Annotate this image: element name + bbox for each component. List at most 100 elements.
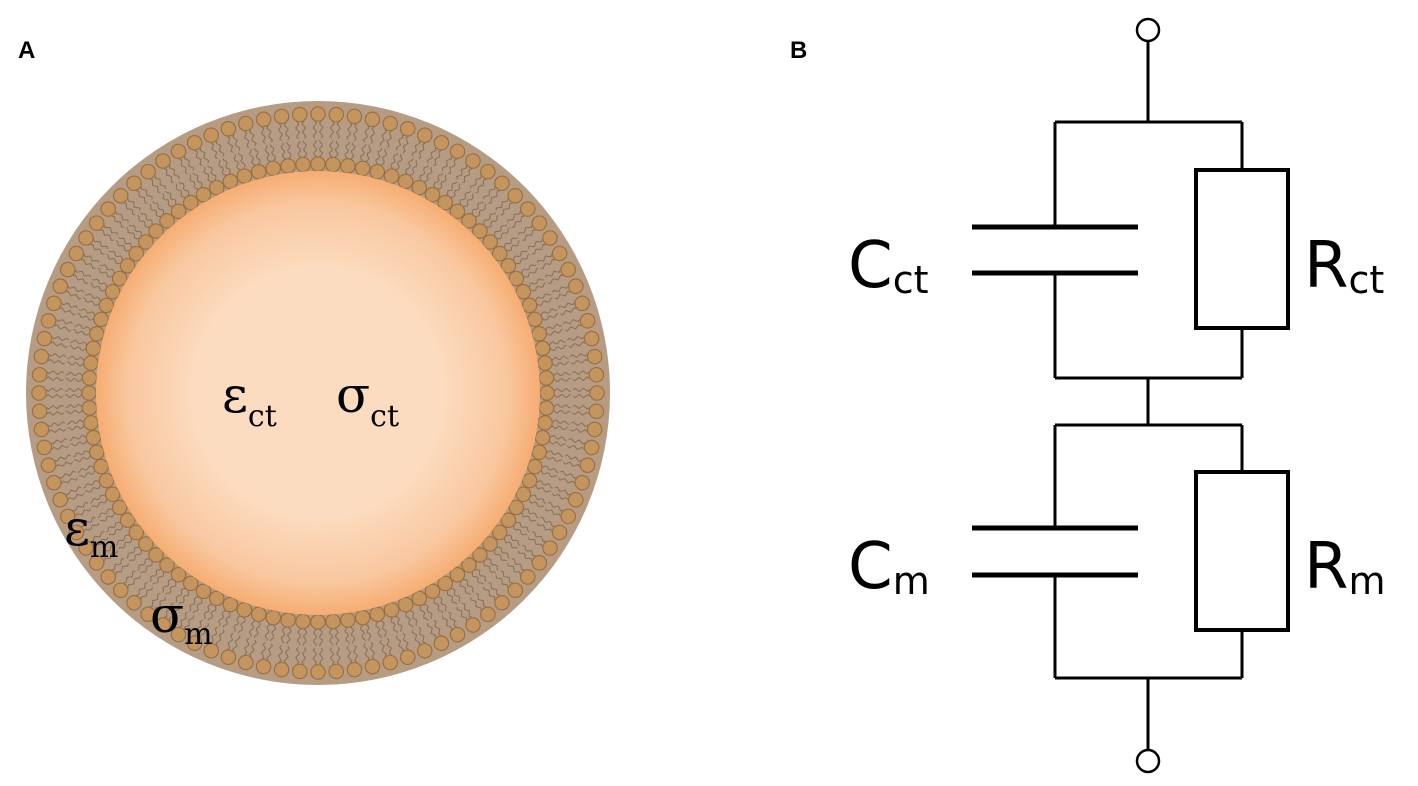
lipid-tail bbox=[548, 440, 566, 447]
lipid-tail bbox=[74, 323, 91, 331]
lipid-tail bbox=[207, 165, 217, 181]
lipid-head bbox=[255, 658, 272, 675]
lipid-tail bbox=[507, 211, 521, 223]
membrane-capacitor-subscript: m bbox=[893, 559, 930, 603]
lipid-tail bbox=[456, 165, 468, 180]
lipid-head bbox=[574, 474, 590, 491]
lipid-tail bbox=[301, 647, 307, 665]
cytoplasm-rc-block bbox=[972, 120, 1290, 380]
lipid-tail bbox=[540, 308, 558, 316]
lipid-tail bbox=[127, 575, 141, 588]
lipid-tail bbox=[218, 610, 227, 627]
cytoplasm bbox=[96, 171, 540, 615]
lipid-tail bbox=[227, 633, 234, 650]
lipid-head bbox=[93, 311, 109, 328]
lipid-tail bbox=[295, 121, 301, 140]
lipid-tail bbox=[551, 285, 569, 293]
lipid-tail bbox=[99, 264, 115, 274]
lipid-tail bbox=[446, 590, 458, 605]
lipid-tail bbox=[260, 642, 267, 660]
lipid-head bbox=[46, 474, 62, 491]
lipid-tail bbox=[488, 190, 500, 204]
lipid-tail bbox=[70, 440, 88, 447]
lipid-head bbox=[527, 458, 543, 475]
lipid-tail bbox=[55, 461, 73, 467]
lipid-head bbox=[237, 115, 254, 132]
lipid-tail bbox=[45, 393, 64, 399]
lipid-tail bbox=[75, 508, 92, 517]
lipid-tail bbox=[59, 470, 76, 479]
epsilon-ct-subscript: ct bbox=[248, 399, 277, 434]
lipid-head bbox=[140, 163, 156, 180]
lipid-tail bbox=[386, 638, 392, 656]
lipid-head bbox=[250, 606, 267, 622]
lipid-head bbox=[310, 106, 326, 122]
lipid-head bbox=[586, 421, 603, 438]
membrane-conductivity-label: σm bbox=[150, 586, 213, 652]
lipid-tail bbox=[83, 297, 100, 306]
lipid-tail bbox=[536, 480, 553, 489]
lipid-head bbox=[480, 163, 496, 180]
lipid-tail bbox=[164, 581, 177, 596]
lipid-tail bbox=[437, 174, 447, 190]
lipid-tail bbox=[494, 549, 508, 562]
lipid-head bbox=[170, 203, 187, 220]
lipid-head bbox=[437, 575, 454, 592]
lipid-head bbox=[33, 348, 50, 365]
lipid-tail bbox=[568, 341, 586, 349]
lipid-tail bbox=[549, 344, 567, 351]
lipid-head bbox=[265, 609, 282, 626]
lipid-head bbox=[138, 536, 154, 552]
lipid-head bbox=[250, 164, 267, 180]
lipid-tail bbox=[402, 136, 409, 153]
lipid-head bbox=[449, 203, 466, 220]
lipid-head bbox=[78, 230, 94, 246]
lipid-tail bbox=[571, 410, 590, 416]
lipid-tail bbox=[106, 253, 121, 265]
lipid-head bbox=[222, 596, 239, 613]
lipid-head bbox=[203, 127, 220, 144]
lipid-head bbox=[128, 524, 145, 541]
lipid-tail bbox=[312, 120, 318, 139]
lipid-tail bbox=[149, 203, 162, 217]
lipid-tail bbox=[506, 239, 521, 252]
lipid-head bbox=[255, 111, 272, 128]
lipid-tail bbox=[551, 424, 569, 431]
lipid-head bbox=[531, 215, 548, 231]
lipid-tail bbox=[395, 134, 404, 151]
lipid-tail bbox=[67, 285, 85, 293]
panel-a: A εct σct εm σm bbox=[18, 37, 610, 685]
lipid-tail bbox=[441, 155, 453, 171]
lipid-tail bbox=[140, 561, 153, 574]
lipid-tail bbox=[545, 323, 562, 331]
lipid-head bbox=[579, 312, 596, 329]
lipid-head bbox=[346, 661, 363, 678]
lipid-tail bbox=[111, 215, 125, 228]
lipid-head bbox=[85, 340, 102, 357]
lipid-tail bbox=[115, 211, 129, 223]
lipid-tail bbox=[572, 404, 590, 410]
lipid-tail bbox=[233, 153, 241, 171]
lipid-tail bbox=[558, 477, 575, 484]
lipid-tail bbox=[118, 537, 133, 549]
lipid-head bbox=[534, 340, 551, 357]
lipid-tail bbox=[215, 140, 225, 157]
lipid-head bbox=[237, 654, 254, 671]
lipid-tail bbox=[475, 592, 487, 608]
lipid-head bbox=[397, 596, 414, 613]
lipid-tail bbox=[45, 387, 64, 393]
lipid-tail bbox=[100, 545, 114, 557]
lipid-tail bbox=[264, 145, 271, 163]
lipid-head bbox=[369, 164, 386, 180]
lipid-head bbox=[494, 175, 510, 192]
cytoplasm-resistor-subscript: ct bbox=[1348, 258, 1384, 302]
lipid-tail bbox=[554, 290, 571, 300]
lipid-tail bbox=[237, 616, 246, 634]
lipid-tail bbox=[560, 307, 577, 316]
lipid-tail bbox=[83, 480, 100, 489]
lipid-head bbox=[111, 499, 128, 516]
lipid-tail bbox=[312, 647, 318, 666]
lipid-tail bbox=[179, 158, 189, 175]
lipid-head bbox=[531, 555, 548, 571]
lipid-head bbox=[539, 385, 555, 401]
